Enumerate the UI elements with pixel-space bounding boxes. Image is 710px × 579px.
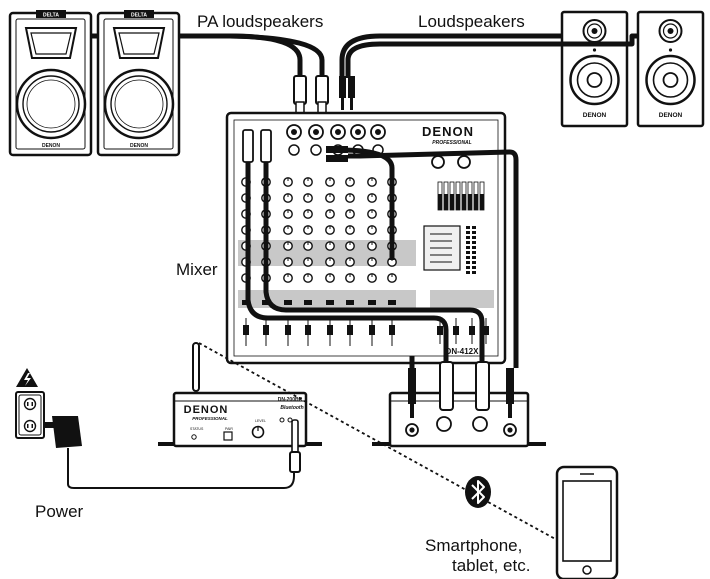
bluetooth-link (198, 342, 569, 547)
mixer-brand: DENON (422, 124, 474, 139)
receiver-brand: DENON (184, 404, 229, 416)
pa-loudspeakers-label: PA loudspeakers (197, 12, 324, 31)
mixer-fader (437, 318, 443, 344)
mixer-meter (479, 181, 485, 211)
pa-brand-text: DENON (42, 143, 60, 149)
smartphone-label-line1: Smartphone, (425, 536, 523, 555)
loudspeaker-brand-text: DENON (659, 112, 683, 119)
mixer-fader (347, 318, 353, 346)
pa-badge-text: DELTA (131, 13, 147, 19)
receiver-brand-sub: PROFESSIONAL (192, 416, 228, 421)
mixer-brand-sub: PROFESSIONAL (432, 140, 471, 146)
speaker-cables (91, 33, 638, 78)
mixer-meter-led (472, 271, 476, 274)
mixer-meters (437, 181, 485, 274)
pa-loudspeaker-left: DELTA DENON (8, 10, 93, 157)
mixer-channel-strip (325, 177, 335, 305)
jack-plug-right (348, 76, 355, 110)
pair-button[interactable] (223, 431, 233, 441)
mixer-meter-led (472, 256, 476, 259)
mixer-input-jack (286, 124, 302, 156)
status-led (191, 434, 197, 440)
loudspeaker-left: DENON (560, 10, 629, 128)
mixer-meter-led (466, 271, 470, 274)
loudspeaker-brand-text: DENON (583, 112, 607, 119)
mixer-meter-led (466, 256, 470, 259)
mixer-meter-led (472, 261, 476, 264)
smartphone-icon (555, 465, 619, 579)
smartphone-label-line2: tablet, etc. (452, 556, 531, 575)
mixer-meter (461, 181, 467, 211)
mixer-channel-strip (303, 177, 313, 305)
mixer-meter-led (472, 236, 476, 239)
loudspeaker-right: DENON (636, 10, 705, 128)
mixer-meter-led (472, 251, 476, 254)
mixer-meter-led (472, 266, 476, 269)
receiver-bt-text: Bluetooth (280, 405, 303, 411)
mixer-input-jack (308, 124, 324, 156)
mixer-meter-led (466, 261, 470, 264)
mixer-meter-led (466, 241, 470, 244)
mixer-meter (449, 181, 455, 211)
power-label: Power (35, 502, 84, 521)
mixer-meter-led (466, 226, 470, 229)
receiver-model: DN-200BR (278, 397, 303, 403)
mixer-fader (243, 318, 249, 346)
mixer-meter-led (472, 231, 476, 234)
bluetooth-icon (465, 476, 491, 508)
loudspeakers-label: Loudspeakers (418, 12, 525, 31)
mixer-meter-led (472, 226, 476, 229)
receiver-level-label: LEVEL (255, 419, 266, 423)
level-knob[interactable] (251, 425, 265, 439)
mixer-meter (467, 181, 473, 211)
mixer-meter-led (466, 231, 470, 234)
mixer-fader (389, 318, 395, 346)
mixer-to-receiver-cables (245, 147, 519, 368)
mixer-channel-strip (367, 177, 377, 305)
mixer-fader (483, 318, 489, 344)
mixer-meter-led (466, 251, 470, 254)
mixer-model: DN-412X (446, 347, 480, 356)
mixer-fader (453, 318, 459, 344)
mixer-channel-strip (345, 177, 355, 305)
mixer-fader (305, 318, 311, 346)
mixer-meter (473, 181, 479, 211)
mixer-input-jack (350, 124, 366, 156)
power-adapter-icon (44, 416, 82, 448)
bluetooth-receiver: DENON PROFESSIONAL DN-200BR Bluetooth ST… (158, 342, 322, 473)
pa-badge-text: DELTA (43, 13, 59, 19)
pa-brand-text: DENON (130, 143, 148, 149)
mixer-meter-led (466, 236, 470, 239)
receiver-status-label: STATUS (190, 427, 204, 431)
mixer-fader (327, 318, 333, 346)
mixer-fader (469, 318, 475, 344)
mixer-meter (455, 181, 461, 211)
electrical-hazard-icon (16, 368, 38, 387)
mixer-channel-strip (283, 177, 293, 305)
jack-plug-left (339, 76, 346, 110)
mixer-meter-led (466, 266, 470, 269)
xlr-plug-right (315, 75, 329, 115)
xlr-plug-left (293, 75, 307, 115)
mixer-meter (443, 181, 449, 211)
pa-loudspeaker-right: DELTA DENON (96, 10, 181, 157)
input-box (372, 361, 546, 448)
power-outlet-icon (15, 391, 45, 439)
mixer-faders (243, 318, 489, 346)
mixer-fader (263, 318, 269, 346)
receiver-pair-label: PAIR (225, 427, 233, 431)
mixer-meter-led (472, 241, 476, 244)
mixer-meter-led (466, 246, 470, 249)
mixer-fader (369, 318, 375, 346)
power-cable (67, 448, 295, 489)
mixer-label: Mixer (176, 260, 218, 279)
mixer-meter (437, 181, 443, 211)
mixer-fader (285, 318, 291, 346)
receiver-antenna (192, 342, 200, 392)
mixer-meter-led (472, 246, 476, 249)
